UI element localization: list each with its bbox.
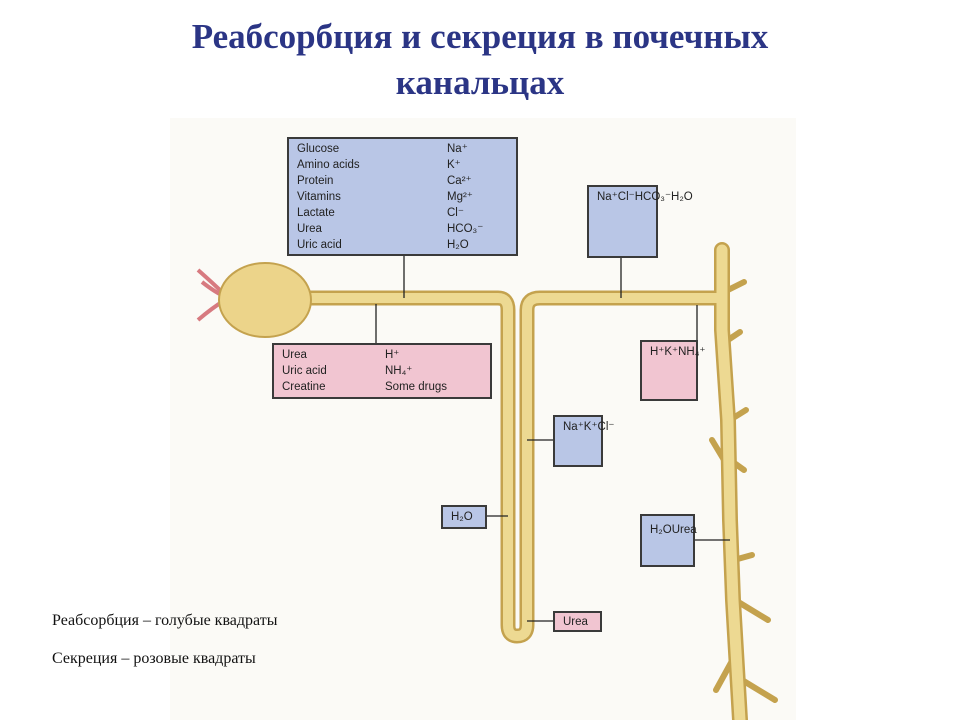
- tubule-outline: [292, 242, 778, 720]
- substance-label: Some drugs: [385, 381, 448, 393]
- substance-label: NH₄⁺: [678, 346, 706, 358]
- substance-label: Uric acid: [282, 365, 327, 377]
- title-line-1: Реабсорбция и секреция в почечных: [191, 17, 769, 56]
- substance-label: Cl⁻: [617, 191, 635, 203]
- substance-label: Lactate: [297, 207, 335, 219]
- substance-label: HCO₃⁻: [634, 191, 672, 203]
- substance-label: Cl⁻: [447, 207, 464, 219]
- secretion-caption: Секреция – розовые квадраты: [52, 650, 256, 667]
- substance-label: Protein: [297, 175, 334, 187]
- substance-label: Cl⁻: [597, 421, 615, 433]
- substance-label: Urea: [282, 349, 307, 361]
- slide-title: Реабсорбция и секреция в почечных каналь…: [0, 14, 960, 106]
- distal-reabsorption-box: Na⁺Cl⁻HCO₃⁻H₂O: [587, 185, 693, 258]
- substance-label: Urea: [563, 616, 588, 628]
- descending-reabsorption-box: H₂O: [441, 505, 487, 529]
- substance-label: Na⁺: [447, 143, 468, 155]
- substance-label: Glucose: [297, 143, 340, 155]
- substance-label: Na⁺: [563, 421, 584, 433]
- substance-label: K⁺: [583, 421, 598, 433]
- transport-arrows: [375, 256, 730, 622]
- substance-label: Mg²⁺: [447, 191, 473, 203]
- substance-label: NH₄⁺: [385, 365, 413, 377]
- collecting-reabsorption-box: H₂OUrea: [640, 514, 697, 567]
- substance-label: Na⁺: [597, 191, 618, 203]
- substance-label: Uric acid: [297, 239, 342, 251]
- substance-label: H₂O: [451, 511, 473, 523]
- substance-label: Urea: [671, 524, 697, 536]
- distal-secretion-box: H⁺K⁺NH₄⁺: [640, 340, 706, 401]
- loop-secretion-box: Urea: [553, 611, 602, 632]
- ascending-reabsorption-box: Na⁺K⁺Cl⁻: [553, 415, 614, 467]
- tubule-lumen: [295, 244, 746, 720]
- substance-label: Ca²⁺: [447, 175, 472, 187]
- substance-label: Creatine: [282, 381, 326, 393]
- substance-label: H₂O: [650, 524, 672, 536]
- substance-label: H₂O: [671, 191, 693, 203]
- substance-label: HCO₃⁻: [447, 223, 484, 235]
- substance-label: Amino acids: [297, 159, 360, 171]
- substance-label: Vitamins: [297, 191, 341, 203]
- reabsorption-caption: Реабсорбция – голубые квадраты: [52, 612, 278, 629]
- substance-label: H⁺: [650, 346, 665, 358]
- substance-label: K⁺: [447, 159, 461, 171]
- glomerular-capsule: [218, 262, 312, 338]
- title-line-2: канальцах: [395, 63, 565, 102]
- substance-label: Urea: [297, 223, 322, 235]
- substance-label: H⁺: [385, 349, 400, 361]
- substance-label: H₂O: [447, 239, 469, 251]
- substance-label: K⁺: [664, 346, 679, 358]
